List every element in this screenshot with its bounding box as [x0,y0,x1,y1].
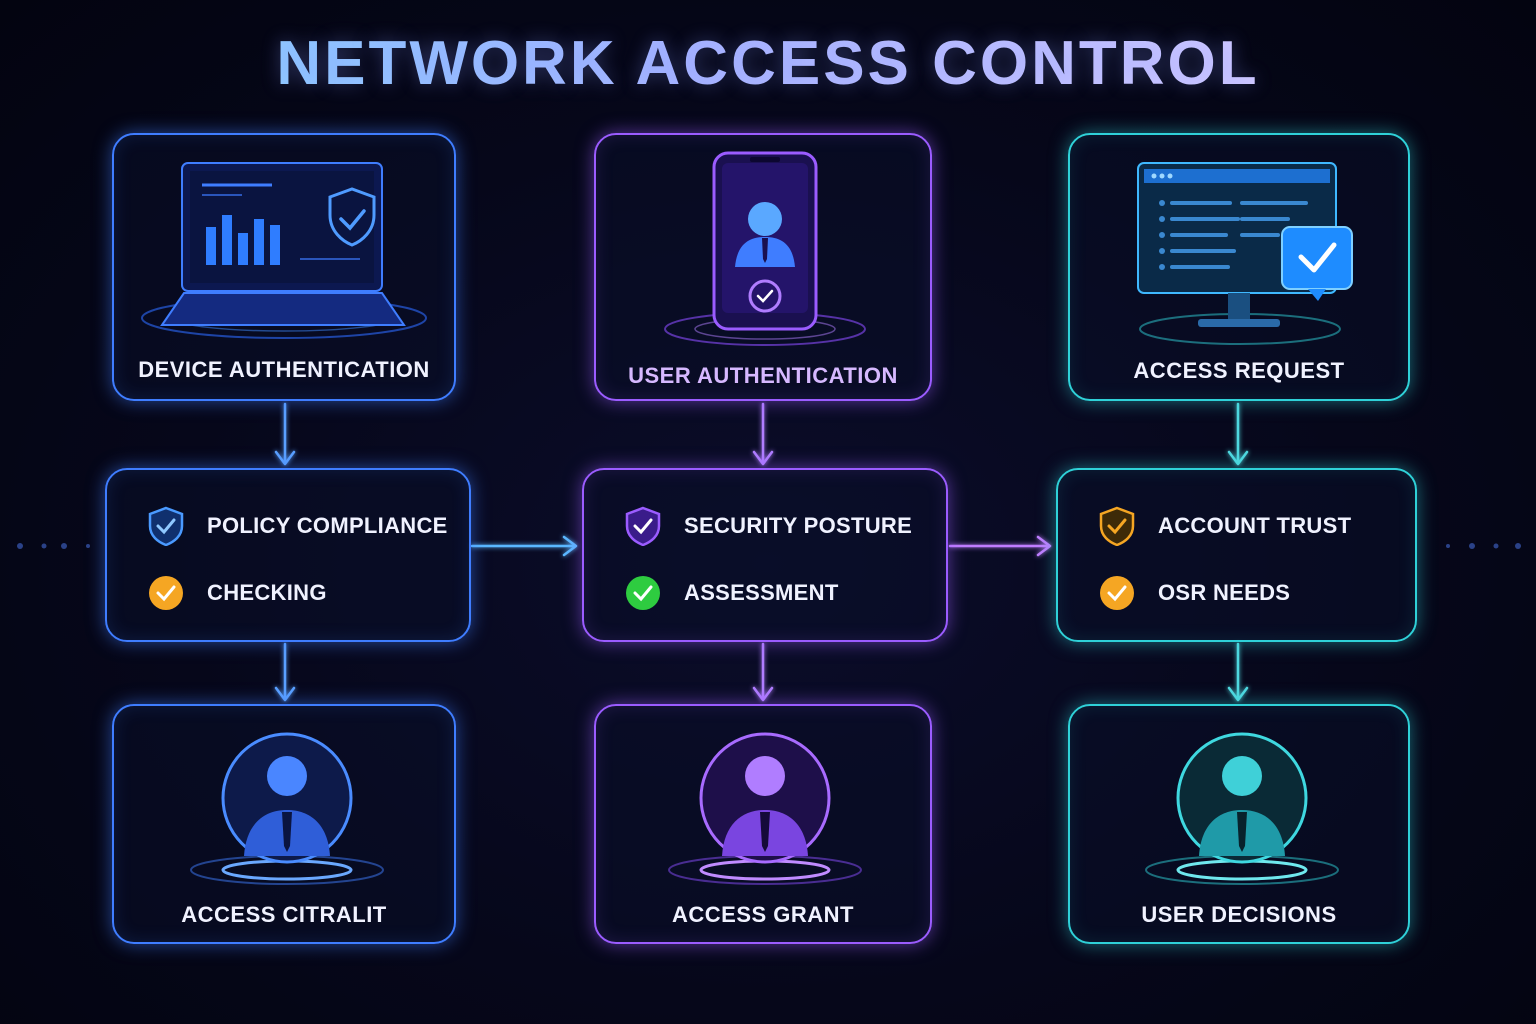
arrow-user-to-posture [752,402,774,466]
shield-check-icon [148,506,184,546]
card-device-authentication: DEVICE AUTHENTICATION [112,133,456,401]
list-item: ASSESSMENT [624,574,839,612]
card-access-grant: ACCESS GRANT [594,704,932,944]
arrow-trust-to-decisions [1227,642,1249,702]
decorative-dots [17,543,1521,549]
list-item: CHECKING [147,574,327,612]
arrow-posture-to-trust [948,535,1052,557]
item-text: CHECKING [207,580,327,605]
user-avatar-icon [1145,732,1339,885]
item-text: ASSESSMENT [684,580,839,605]
item-text: SECURITY POSTURE [684,513,913,538]
laptop-shield-icon [141,162,427,339]
card-label: ACCESS REQUEST [1133,358,1345,383]
card-account-trust: ACCOUNT TRUST OSR NEEDS [1056,468,1417,642]
item-text: POLICY COMPLIANCE [207,513,448,538]
arrow-request-to-trust [1227,402,1249,466]
card-label: ACCESS CITRALIT [181,902,387,927]
shield-check-icon [1099,506,1135,546]
card-label: USER AUTHENTICATION [628,363,898,388]
card-policy-compliance: POLICY COMPLIANCE CHECKING [105,468,471,642]
diagram-title: NETWORK ACCESS CONTROL [0,28,1536,99]
check-circle-icon [1100,576,1134,610]
list-item: ACCOUNT TRUST [1098,506,1351,546]
phone-user-icon [664,151,866,346]
check-circle-icon [149,576,183,610]
user-avatar-icon [190,732,384,885]
monitor-check-icon [1137,162,1353,345]
check-circle-icon [626,576,660,610]
arrow-device-to-policy [274,402,296,466]
user-avatar-icon [668,732,862,885]
list-item: SECURITY POSTURE [624,506,912,546]
card-user-authentication: USER AUTHENTICATION [594,133,932,401]
card-label: ACCESS GRANT [671,902,854,927]
shield-check-icon [625,506,661,546]
arrow-posture-to-grant [752,642,774,702]
card-access-request: ACCESS REQUEST [1068,133,1410,401]
card-security-posture: SECURITY POSTURE ASSESSMENT [582,468,948,642]
list-item: OSR NEEDS [1098,574,1290,612]
arrow-policy-to-posture [470,535,578,557]
item-text: ACCOUNT TRUST [1158,513,1352,538]
item-text: OSR NEEDS [1158,580,1291,605]
card-user-decisions: USER DECISIONS [1068,704,1410,944]
card-access-citralit: ACCESS CITRALIT [112,704,456,944]
list-item: POLICY COMPLIANCE [147,506,448,546]
card-label: USER DECISIONS [1141,902,1337,927]
card-label: DEVICE AUTHENTICATION [138,357,430,382]
arrow-policy-to-citralit [274,642,296,702]
